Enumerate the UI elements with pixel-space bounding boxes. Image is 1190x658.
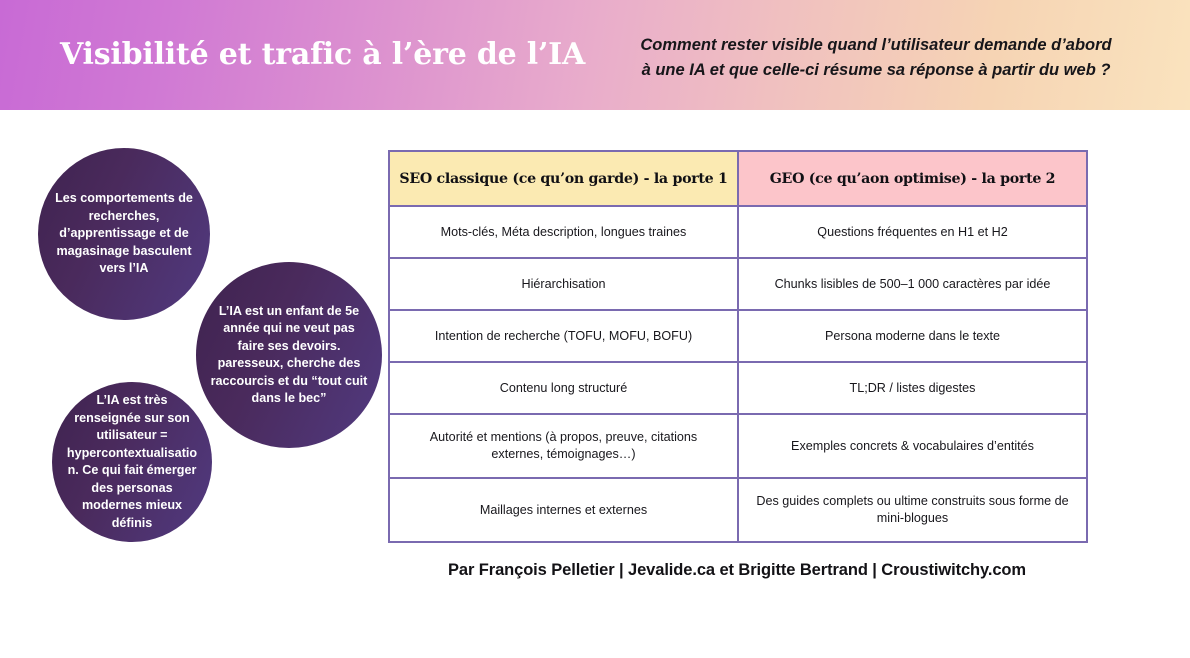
table-header-row: SEO classique (ce qu’on garde) - la port… (388, 150, 1088, 207)
cell-geo: Exemples concrets & vocabulaires d’entit… (737, 413, 1088, 479)
insight-bubble-hypercontext: L’IA est très renseignée sur son utilisa… (52, 382, 212, 542)
author-credit: Par François Pelletier | Jevalide.ca et … (447, 561, 1026, 579)
cell-seo: Mots-clés, Méta description, longues tra… (388, 205, 739, 259)
seo-geo-comparison-table: SEO classique (ce qu’on garde) - la port… (388, 150, 1088, 543)
cell-geo: Questions fréquentes en H1 et H2 (737, 205, 1088, 259)
cell-geo: TL;DR / listes digestes (737, 361, 1088, 415)
page-subtitle: Comment rester visible quand l’utilisate… (596, 33, 1156, 83)
cell-seo: Autorité et mentions (à propos, preuve, … (388, 413, 739, 479)
table-row: Intention de recherche (TOFU, MOFU, BOFU… (388, 309, 1088, 363)
column-header-geo: GEO (ce qu’aon optimise) - la porte 2 (737, 150, 1088, 207)
cell-seo: Intention de recherche (TOFU, MOFU, BOFU… (388, 309, 739, 363)
cell-geo: Chunks lisibles de 500–1 000 caractères … (737, 257, 1088, 311)
subtitle-line-1: Comment rester visible quand l’utilisate… (640, 36, 1112, 54)
table-header: SEO classique (ce qu’on garde) - la port… (388, 150, 1088, 207)
insight-bubble-text: Les comportements de recherches, d’appre… (55, 191, 193, 276)
cell-seo: Hiérarchisation (388, 257, 739, 311)
cell-geo: Des guides complets ou ultime construits… (737, 477, 1088, 543)
insight-bubble-text: L’IA est très renseignée sur son utilisa… (66, 393, 198, 530)
cell-seo: Contenu long structuré (388, 361, 739, 415)
table-row: Mots-clés, Méta description, longues tra… (388, 205, 1088, 259)
insight-bubble-behaviour: Les comportements de recherches, d’appre… (38, 148, 210, 320)
cell-seo: Maillages internes et externes (388, 477, 739, 543)
table-row: Maillages internes et externes Des guide… (388, 477, 1088, 543)
table-row: Hiérarchisation Chunks lisibles de 500–1… (388, 257, 1088, 311)
subtitle-line-2: à une IA et que celle-ci résume sa répon… (641, 61, 1111, 79)
table-row: Autorité et mentions (à propos, preuve, … (388, 413, 1088, 479)
column-header-seo: SEO classique (ce qu’on garde) - la port… (388, 150, 739, 207)
table-row: Contenu long structuré TL;DR / listes di… (388, 361, 1088, 415)
header-banner: Visibilité et trafic à l’ère de l’IA Com… (0, 0, 1190, 110)
page-title: Visibilité et trafic à l’ère de l’IA (60, 37, 586, 72)
insight-bubble-lazy-ai: L’IA est un enfant de 5e année qui ne ve… (196, 262, 382, 448)
table-body: Mots-clés, Méta description, longues tra… (388, 205, 1088, 543)
insight-bubble-text: L’IA est un enfant de 5e année qui ne ve… (210, 303, 368, 406)
cell-geo: Persona moderne dans le texte (737, 309, 1088, 363)
